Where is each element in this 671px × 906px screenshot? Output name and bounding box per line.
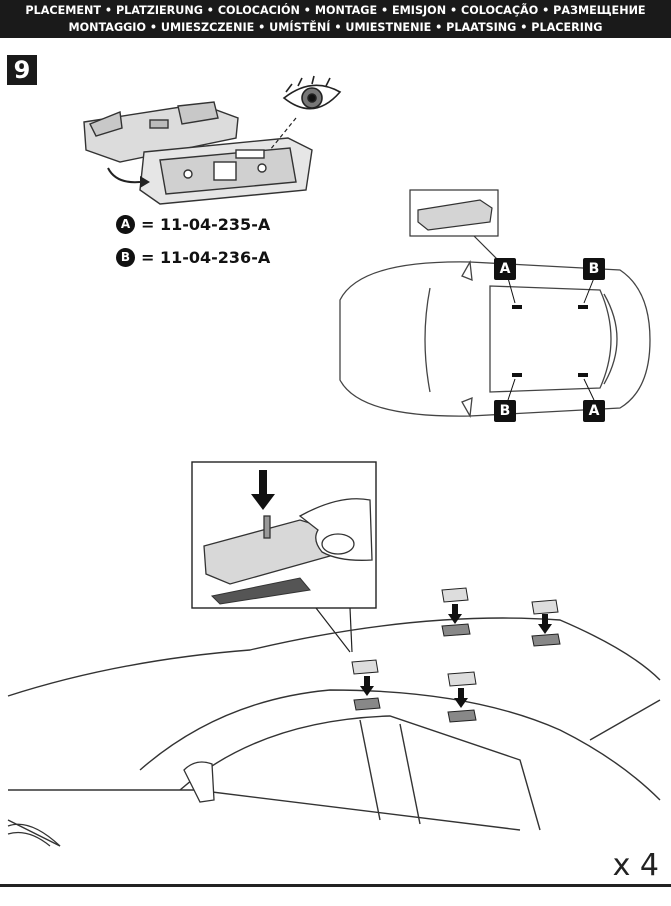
header-line-2: MONTAGGIO • UMIESZCZENIE • UMÍSTĚNÍ • UM… xyxy=(68,21,603,34)
position-tag-front-right: B xyxy=(494,400,516,422)
inset-foot xyxy=(417,199,493,231)
rubber-pad-illustration xyxy=(139,137,313,205)
eye-icon xyxy=(282,75,342,110)
roof-foot-rear-right xyxy=(531,599,561,647)
curved-arrow xyxy=(107,167,141,184)
roof-foot-front-right xyxy=(441,587,471,637)
part-code-b: B = 11-04-236-A xyxy=(116,246,270,268)
curved-arrow-head xyxy=(140,176,150,188)
part-code-b-text: = 11-04-236-A xyxy=(141,247,271,267)
door-mirror xyxy=(183,761,215,803)
position-tag-rear-right: A xyxy=(583,400,605,422)
instruction-header: PLACEMENT • PLATZIERUNG • COLOCACIÓN • M… xyxy=(0,0,671,38)
part-letter-a-badge: A xyxy=(116,214,135,234)
position-tag-front-left: A xyxy=(494,258,516,280)
foot-pad-illustration xyxy=(83,101,239,163)
car-top-view xyxy=(339,259,651,419)
quantity-label: x 4 xyxy=(612,848,659,883)
foot-position-marks xyxy=(512,305,588,377)
step-number: 9 xyxy=(7,55,37,85)
down-arrow-large xyxy=(251,470,275,510)
footer-rule xyxy=(0,884,671,887)
part-code-a-text: = 11-04-235-A xyxy=(141,214,271,234)
part-code-a: A = 11-04-235-A xyxy=(116,213,270,235)
position-tag-rear-left: B xyxy=(583,258,605,280)
part-letter-b-badge: B xyxy=(116,247,135,267)
wheel-arch xyxy=(7,823,61,847)
car-roof-perspective xyxy=(7,617,661,847)
roof-foot-rear-left xyxy=(447,671,477,723)
header-line-1: PLACEMENT • PLATZIERUNG • COLOCACIÓN • M… xyxy=(25,4,646,17)
roof-foot-front-left xyxy=(351,659,381,711)
hand-illustration xyxy=(298,498,373,561)
